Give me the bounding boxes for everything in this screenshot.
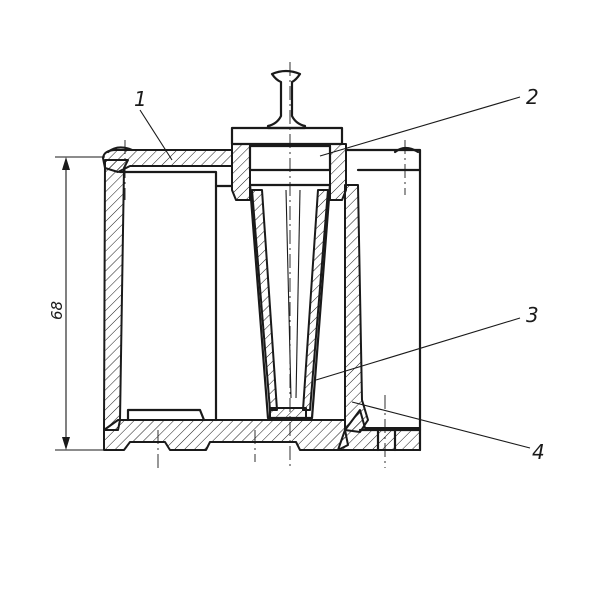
lid-rim-left <box>106 146 134 154</box>
housing-right-wall <box>344 184 369 433</box>
inner-bottom-ledge <box>126 408 206 422</box>
cap-top <box>230 126 344 146</box>
cone-right-wall <box>302 189 329 411</box>
callout-3: 3 <box>526 303 539 327</box>
cone-rib-2 <box>295 189 301 399</box>
callout-2: 2 <box>526 85 539 109</box>
callout-1: 1 <box>134 87 147 111</box>
knob <box>266 69 307 130</box>
cone-outer <box>248 183 332 420</box>
dim-arrow-bottom <box>62 437 70 450</box>
leader-2 <box>319 96 521 157</box>
callout-4: 4 <box>532 440 545 464</box>
leader-4 <box>351 401 531 449</box>
cone-rib-1 <box>285 189 292 399</box>
dim-arrow-top <box>62 157 70 170</box>
right-housing-outline <box>344 148 422 452</box>
inner-chamber <box>118 148 422 452</box>
cap-left-collar <box>231 143 251 201</box>
cap <box>230 69 347 201</box>
foot-slot <box>376 428 397 452</box>
lid <box>102 146 420 173</box>
dimension-value: 68 <box>48 301 66 320</box>
cone-insert <box>248 183 332 420</box>
leader-1 <box>139 109 173 161</box>
cone-base-plug <box>269 407 307 419</box>
leader-3 <box>315 317 521 381</box>
lid-plate <box>102 149 233 173</box>
center-lines <box>124 62 406 470</box>
leaders <box>139 96 531 449</box>
dimension-68: 68 <box>48 156 105 451</box>
housing-left-wall <box>103 159 129 431</box>
inner-chamber-left <box>118 170 234 188</box>
housing-bottom-plate <box>103 419 349 451</box>
